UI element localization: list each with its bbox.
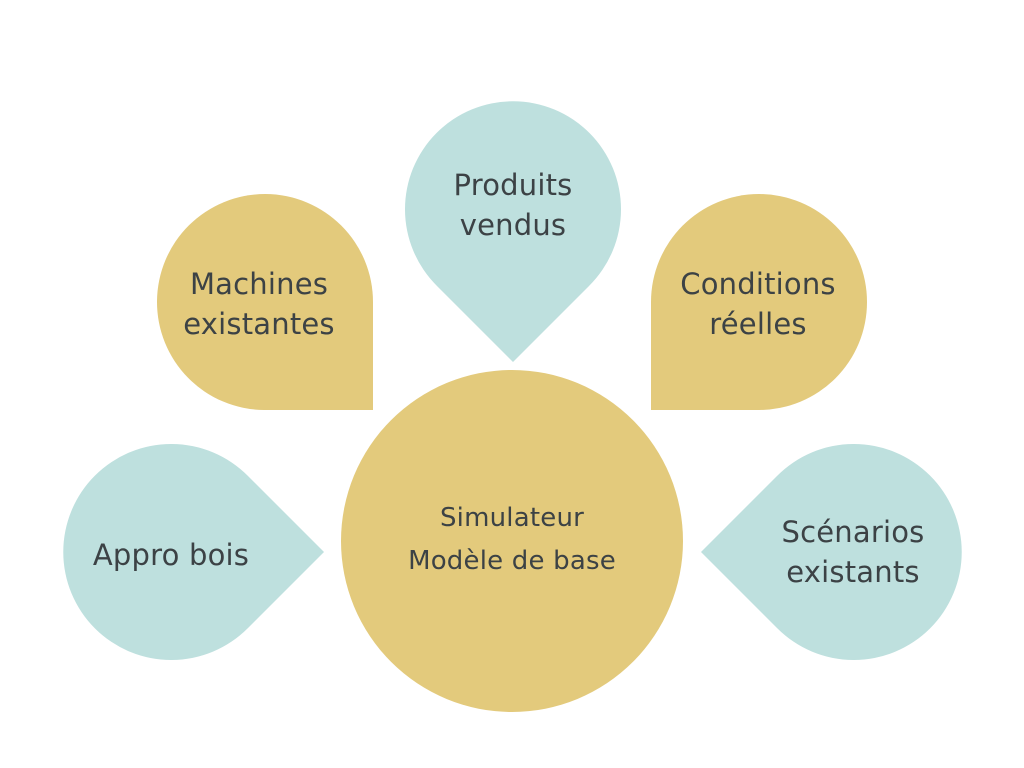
- center-line-2: Modèle de base: [408, 546, 616, 576]
- conditions-line-1: Conditions: [680, 267, 836, 301]
- center-line-1: Simulateur: [439, 503, 585, 533]
- appro-line-1: Appro bois: [92, 538, 250, 572]
- node-appro-label: Appro bois: [71, 527, 271, 583]
- node-produits-label: Produits vendus: [413, 150, 613, 260]
- conditions-line-2: réelles: [709, 307, 807, 341]
- produits-line-1: Produits: [453, 168, 573, 202]
- node-machines-label: Machines existantes: [159, 249, 359, 359]
- produits-line-2: vendus: [459, 208, 567, 242]
- node-scenarios-label: Scénarios existants: [753, 497, 953, 607]
- node-scenarios-shape: [701, 444, 962, 660]
- node-center-shape: [341, 370, 683, 712]
- node-conditions-shape: [651, 194, 867, 410]
- node-conditions-label: Conditions réelles: [658, 249, 858, 359]
- scenarios-line-1: Scénarios: [781, 515, 925, 549]
- node-appro-shape: [63, 443, 324, 660]
- node-produits-shape: [405, 101, 621, 363]
- scenarios-line-2: existants: [786, 555, 920, 589]
- node-machines-shape: [156, 194, 373, 410]
- node-center-label: Simulateur Modèle de base: [362, 470, 662, 610]
- machines-line-1: Machines: [189, 267, 329, 301]
- machines-line-2: existantes: [183, 307, 335, 341]
